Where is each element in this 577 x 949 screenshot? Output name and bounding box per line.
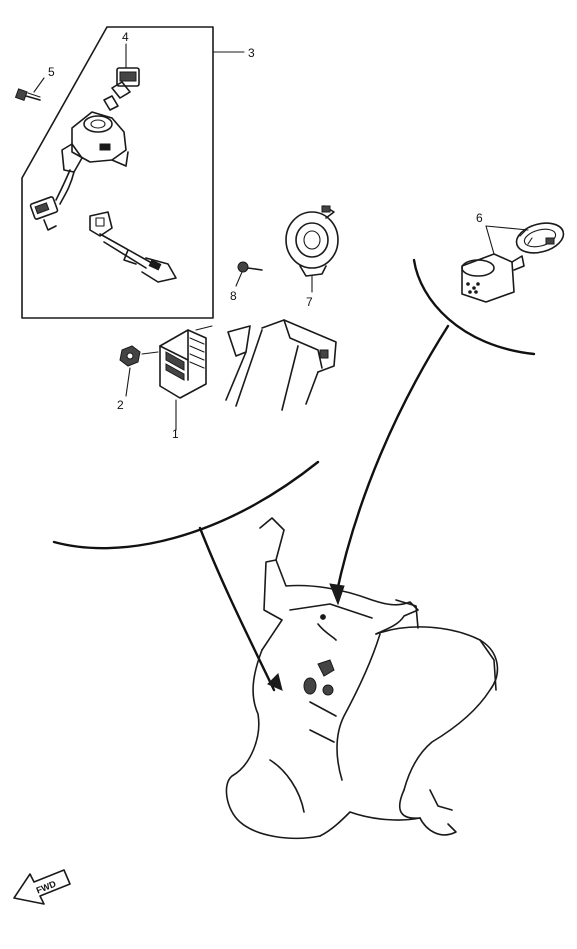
mounting-bracket bbox=[225, 319, 337, 411]
fwd-direction-arrow: FWD bbox=[13, 869, 71, 905]
part-3-main-switch bbox=[29, 81, 131, 231]
part-6-buzzer bbox=[461, 222, 565, 303]
part-8-screw bbox=[235, 261, 263, 287]
callout-3: 3 bbox=[248, 46, 255, 60]
callout-5: 5 bbox=[48, 65, 55, 79]
region-arcs bbox=[52, 258, 536, 550]
callout-7: 7 bbox=[306, 295, 313, 309]
callout-1: 1 bbox=[172, 427, 179, 441]
assembly-frame-3 bbox=[21, 26, 214, 319]
callout-labels: 1 2 3 4 5 6 7 8 bbox=[48, 30, 483, 441]
location-arrows bbox=[198, 324, 450, 692]
scooter-outline bbox=[225, 517, 499, 840]
part-4-cap bbox=[116, 43, 140, 87]
part-5-bolt bbox=[14, 77, 45, 102]
callout-8: 8 bbox=[230, 289, 237, 303]
part-2-nut bbox=[119, 345, 159, 397]
callout-2: 2 bbox=[117, 398, 124, 412]
callout-6: 6 bbox=[476, 211, 483, 225]
part-7-horn bbox=[285, 205, 339, 293]
callout-4: 4 bbox=[122, 30, 129, 44]
part-1-regulator bbox=[159, 325, 213, 431]
seat-lock-lever bbox=[89, 211, 177, 283]
